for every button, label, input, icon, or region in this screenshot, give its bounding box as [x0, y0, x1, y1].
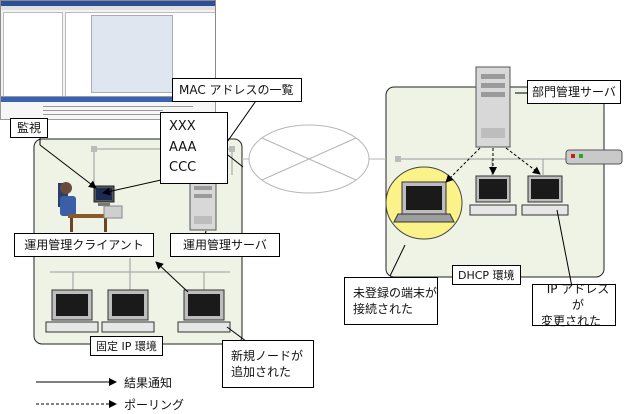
legend-solid-label: 結果通知 [124, 376, 173, 390]
new-node-text-2: 追加された [231, 365, 292, 379]
screenshot-tree-pane [3, 12, 63, 99]
screenshot-network-map [91, 15, 173, 93]
unregistered-text-1: 未登録の端末が [353, 285, 438, 300]
fixed-pc-icon [101, 289, 155, 333]
screenshot-titlebar [1, 1, 215, 6]
ops-server-callout: 運用管理サーバ [170, 233, 280, 257]
mac-entry: XXX [169, 118, 196, 134]
lan-hub [91, 146, 97, 152]
callout-line [389, 244, 406, 277]
dept-server-icon [475, 66, 511, 148]
mac-entry: AAA [169, 139, 197, 155]
polling-arrow [445, 147, 481, 183]
dept-server-callout: 部門管理サーバ [527, 80, 621, 104]
callout-line [556, 209, 573, 288]
legend-dashed-label: ポーリング [124, 398, 185, 412]
new-node-callout: 新規ノードが 追加された [222, 340, 314, 388]
lan-hub [395, 156, 401, 162]
notification-arrow [39, 144, 97, 189]
monitor-label: 監視 [16, 120, 41, 135]
callout-line [227, 154, 244, 168]
monitor-callout: 監視 [10, 118, 48, 138]
screenshot-menubar [1, 6, 215, 10]
polling-arrow [505, 147, 541, 175]
ops-client-callout: 運用管理クライアント [14, 233, 154, 257]
new-node-pc-icon [177, 289, 231, 333]
router-icon [565, 149, 623, 165]
backbone-line [261, 137, 357, 181]
event-log-row [43, 110, 163, 111]
event-log-titlebar [1, 97, 215, 102]
unregistered-callout: 未登録の端末が 接続された [344, 277, 438, 325]
event-log-row [43, 114, 183, 115]
unregistered-text-2: 接続された [353, 302, 414, 316]
ip-changed-callout: IP アドレスが 変更された [532, 281, 616, 329]
ip-changed-text-1: IP アドレスが [546, 281, 610, 312]
ops-client-label: 運用管理クライアント [24, 237, 144, 252]
lan-hub [229, 146, 235, 152]
operator-workstation-icon [58, 182, 123, 232]
event-log-row [43, 106, 193, 107]
fixed-ip-zone-label: 固定 IP 環境 [90, 336, 163, 356]
mac-list-callout: MAC アドレスの一覧 [172, 78, 302, 102]
mac-list-title: MAC アドレスの一覧 [179, 82, 294, 97]
ops-server-label: 運用管理サーバ [183, 237, 267, 252]
fixed-pc-icon [45, 289, 99, 333]
dept-server-label: 部門管理サーバ [532, 84, 616, 99]
dhcp-pc-icon [521, 175, 569, 216]
mac-entry: CCC [169, 160, 197, 176]
mac-list-entries: XXX AAA CCC [160, 112, 228, 184]
notification-arrow [102, 177, 171, 196]
new-node-text-1: 新規ノードが [231, 348, 304, 363]
notification-arrow [155, 261, 189, 293]
unregistered-laptop-icon [393, 181, 455, 223]
ip-changed-text-2: 変更された [541, 314, 602, 329]
console-screenshot [0, 0, 216, 100]
dhcp-zone-label: DHCP 環境 [452, 265, 521, 285]
dhcp-pc-icon [469, 175, 517, 216]
